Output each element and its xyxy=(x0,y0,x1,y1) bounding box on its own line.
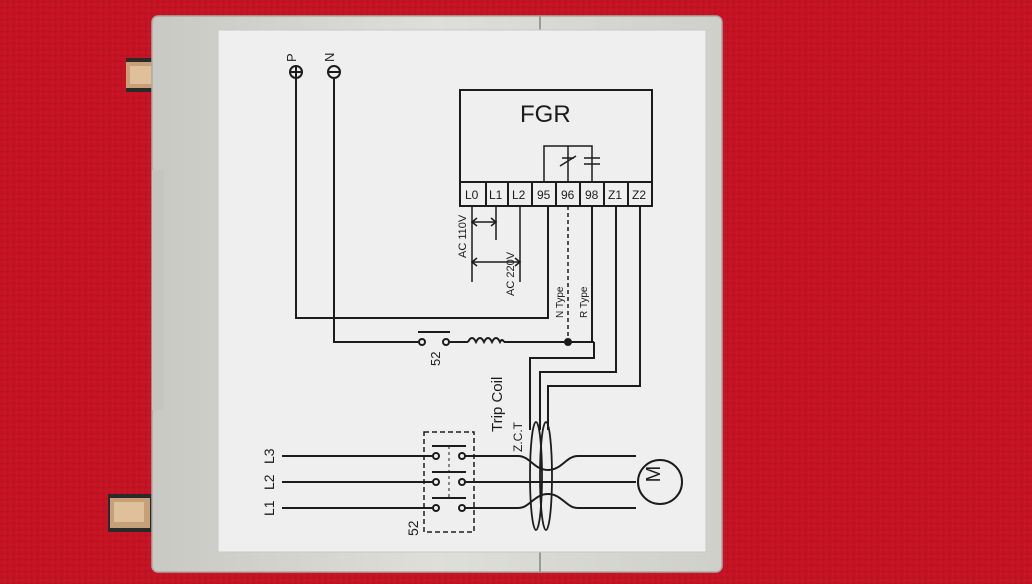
breaker-aux-contact xyxy=(418,331,450,346)
terminal-strip xyxy=(459,181,653,207)
n-type-label: N Type xyxy=(555,286,566,318)
phase-l2-label: L2 xyxy=(261,474,277,490)
terminal-95: 95 xyxy=(537,188,551,202)
wire-n xyxy=(333,78,420,343)
supply-positive xyxy=(289,65,303,79)
terminal-z2: Z2 xyxy=(632,188,646,202)
terminal-96: 96 xyxy=(561,188,575,202)
ac220-label: AC 220V xyxy=(505,251,517,296)
ac110-label: AC 110V xyxy=(457,214,469,258)
phase-l1-label: L1 xyxy=(261,500,277,516)
aux-breaker-label: 52 xyxy=(428,352,443,366)
junction-dot xyxy=(564,338,572,346)
phase-lines xyxy=(282,445,636,512)
wire-z2 xyxy=(547,206,641,430)
terminal-l1: L1 xyxy=(489,188,503,202)
trip-coil-label: Trip Coil xyxy=(489,377,506,432)
diagram-labels: P N FGR L0 L1 L2 95 96 98 Z1 Z2 AC 110V … xyxy=(261,53,665,536)
fgr-title: FGR xyxy=(520,101,571,128)
r-type-label: R Type xyxy=(579,286,590,318)
din-clip-bottom xyxy=(108,494,152,532)
motor-symbol xyxy=(637,459,683,505)
motor-label: M xyxy=(643,466,665,483)
phase-l3-label: L3 xyxy=(261,448,277,464)
wire-coil-to-zct xyxy=(529,342,595,430)
zct-core xyxy=(529,421,553,531)
supply-n-label: N xyxy=(322,53,337,62)
wiring-label xyxy=(217,29,707,553)
supply-p-label: P xyxy=(284,53,299,62)
wire-p xyxy=(295,78,549,319)
zct-label: Z.C.T xyxy=(511,421,525,452)
wiring-diagram xyxy=(282,65,683,533)
trip-coil-symbol xyxy=(467,337,505,345)
main-breaker-label: 52 xyxy=(405,520,421,536)
terminal-z1: Z1 xyxy=(608,188,622,202)
terminal-98: 98 xyxy=(585,188,599,202)
terminal-l2: L2 xyxy=(512,188,526,202)
wire-z1 xyxy=(539,206,617,430)
terminal-l0: L0 xyxy=(465,188,479,202)
internal-contact xyxy=(543,145,600,182)
voltage-dimensions xyxy=(470,206,522,282)
